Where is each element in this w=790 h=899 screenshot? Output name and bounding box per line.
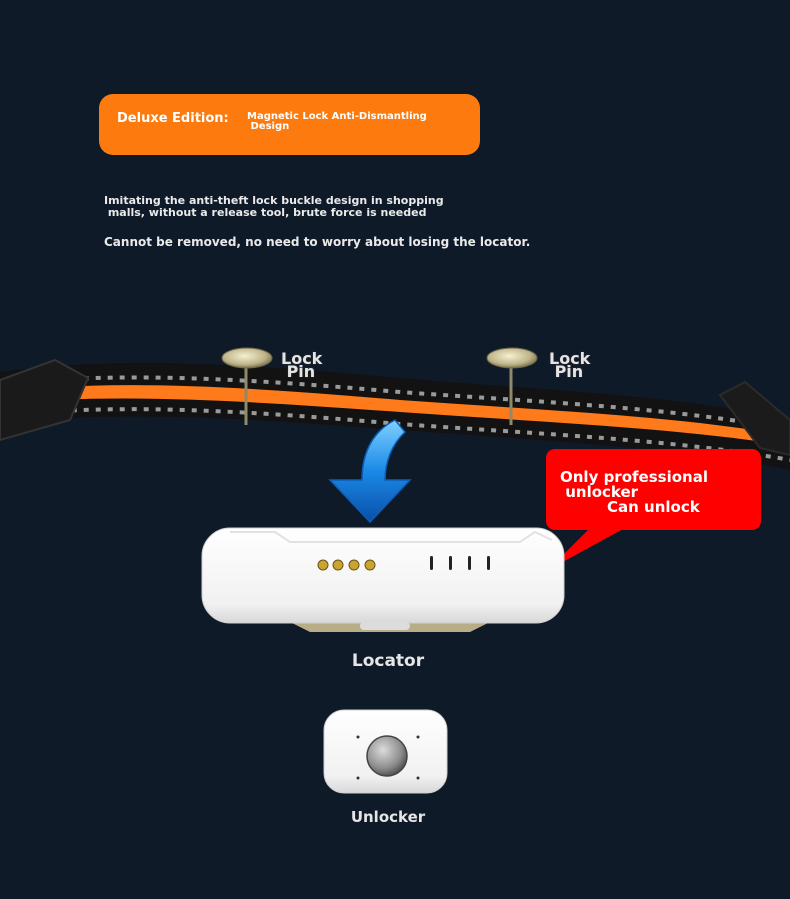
unlocker-caption: Unlocker bbox=[350, 808, 426, 826]
locator-caption: Locator bbox=[351, 651, 425, 671]
callout-text: Only professional unlocker Can unlock bbox=[560, 468, 708, 516]
banner-text: Magnetic Lock Anti-Dismantling Design bbox=[247, 111, 427, 132]
lock-pin-label-left: Lock Pin bbox=[281, 349, 323, 381]
locator-device bbox=[201, 527, 565, 632]
speaker-slots-icon bbox=[430, 556, 490, 570]
unlocker-device bbox=[323, 709, 448, 794]
charging-contacts-icon bbox=[317, 559, 376, 571]
callout-bubble bbox=[546, 449, 761, 570]
description-line-2: Cannot be removed, no need to worry abou… bbox=[104, 235, 531, 249]
lock-pin-label-right: Lock Pin bbox=[549, 349, 591, 381]
lock-pin-right-icon bbox=[486, 347, 538, 425]
lock-pin-left-icon bbox=[221, 347, 273, 425]
down-arrow-icon bbox=[328, 419, 412, 524]
banner-label: Deluxe Edition: bbox=[117, 111, 229, 126]
edition-banner: Deluxe Edition: Magnetic Lock Anti-Disma… bbox=[99, 94, 480, 155]
description-line-1: Imitating the anti-theft lock buckle des… bbox=[104, 194, 444, 219]
collar-strap bbox=[0, 358, 790, 470]
